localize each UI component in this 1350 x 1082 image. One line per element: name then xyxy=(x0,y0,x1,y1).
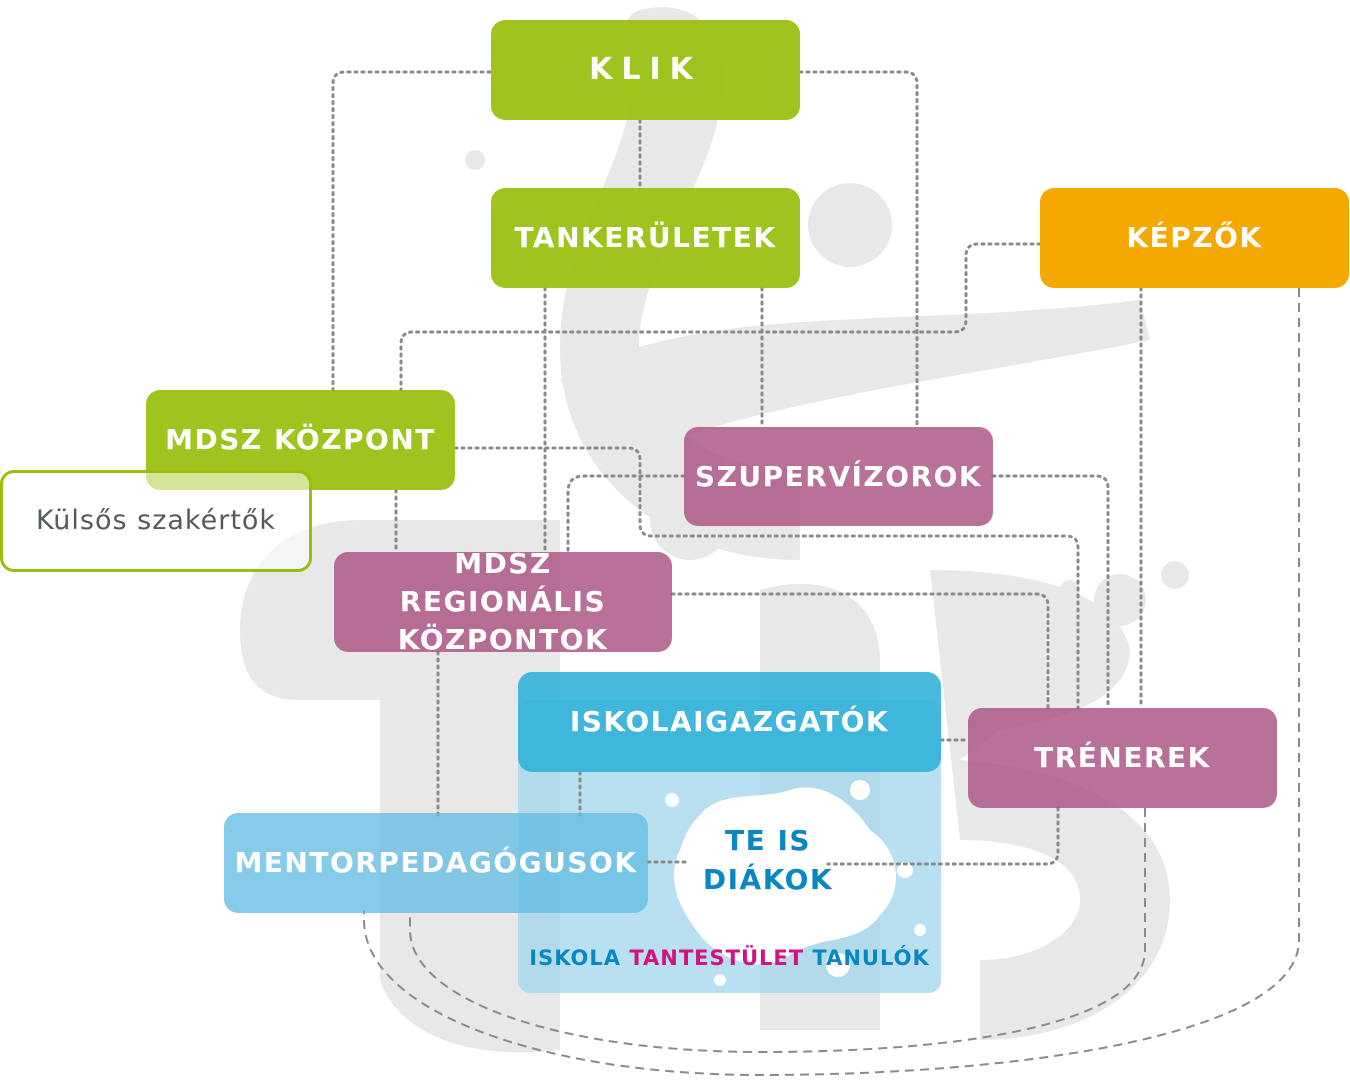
caption-tantestulet: TANTESTÜLET xyxy=(629,946,805,970)
node-kulsos-szakertok: Külsős szakértők xyxy=(0,470,312,572)
node-trenerek-label: TRÉNEREK xyxy=(1034,741,1211,775)
node-klik: KLIK xyxy=(491,20,800,120)
center-label: TE IS DIÁKOK xyxy=(676,822,860,899)
node-kepzok: KÉPZŐK xyxy=(1040,188,1349,288)
caption-tanulok: TANULÓK xyxy=(812,946,930,970)
caption-iskola: ISKOLA xyxy=(529,946,622,970)
node-mdsz-regionalis-label: MDSZ REGIONÁLIS KÖZPONTOK xyxy=(397,547,609,656)
node-trenerek: TRÉNEREK xyxy=(968,708,1277,808)
node-kepzok-label: KÉPZŐK xyxy=(1126,221,1263,255)
school-caption: ISKOLA TANTESTÜLET TANULÓK xyxy=(518,946,941,970)
node-szupervizorok: SZUPERVÍZOROK xyxy=(684,427,993,526)
node-tankeruletek-label: TANKERÜLETEK xyxy=(514,221,777,255)
center-label-line2: DIÁKOK xyxy=(702,862,834,896)
node-mentorpedagogusok: MENTORPEDAGÓGUSOK xyxy=(224,813,648,913)
center-label-line1: TE IS xyxy=(724,824,812,857)
node-mdsz-kozpont-label: MDSZ KÖZPONT xyxy=(165,423,436,457)
node-iskolaigazgatok-label: ISKOLAIGAZGATÓK xyxy=(569,705,890,739)
node-mdsz-regionalis: MDSZ REGIONÁLIS KÖZPONTOK xyxy=(334,547,672,656)
node-tankeruletek: TANKERÜLETEK xyxy=(491,188,800,288)
node-mentorpedagogusok-label: MENTORPEDAGÓGUSOK xyxy=(234,846,638,880)
node-szupervizorok-label: SZUPERVÍZOROK xyxy=(694,459,983,493)
node-klik-label: KLIK xyxy=(589,51,702,87)
node-kulsos-szakertok-label: Külsős szakértők xyxy=(35,504,277,536)
node-iskolaigazgatok: ISKOLAIGAZGATÓK xyxy=(518,672,941,772)
